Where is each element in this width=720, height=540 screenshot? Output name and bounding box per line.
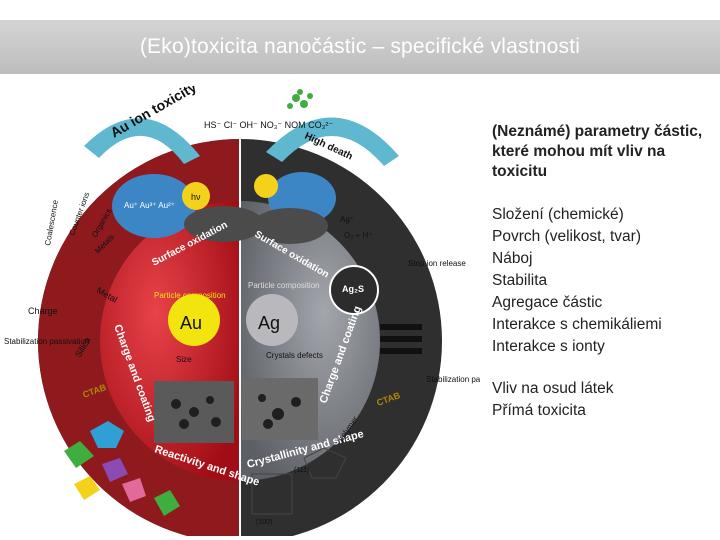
list-item: Přímá toxicita <box>492 402 586 419</box>
label-ag-plus: Ag⁺ <box>340 215 354 224</box>
label-miller-100: (100) <box>256 519 272 526</box>
ag2s-particle <box>329 265 379 315</box>
label-crystals-defects: Crystals defects <box>266 351 323 360</box>
arrow-right <box>266 117 399 166</box>
slide-title: (Eko)toxicita nanočástic – specifické vl… <box>139 35 581 58</box>
label-stabilization-left: Stabilization passivation <box>4 337 89 346</box>
polyhedron-yellow <box>74 476 100 500</box>
label-particle-composition-ag: Particle composition <box>248 281 320 290</box>
parameters-heading: (Neznámé) parametry částic, které mohou … <box>492 123 703 180</box>
arrow-left <box>84 118 200 164</box>
ag-sphere <box>246 294 298 346</box>
label-coalescence: Coalescence <box>43 199 60 247</box>
polyhedron-green <box>64 441 94 468</box>
polyhedron-purple <box>102 458 128 482</box>
polyhedron-pink <box>122 478 146 502</box>
label-anions: HS⁻ Cl⁻ OH⁻ NO₃⁻ NOM CO₃²⁻ <box>204 120 333 130</box>
label-stop-ion-release: Stop ion release <box>408 259 466 268</box>
cloud-left <box>112 174 196 238</box>
title-bar: (Eko)toxicita nanočástic – specifické vl… <box>0 20 720 74</box>
effects-list: Vliv na osud látek Přímá toxicita <box>492 378 714 422</box>
au-sphere <box>168 294 220 346</box>
coating-bars <box>380 324 422 354</box>
dark-cloud-right <box>252 208 328 244</box>
properties-list: Složení (chemické) Povrch (velikost, tva… <box>492 204 714 358</box>
list-item: Interakce s ionty <box>492 338 605 355</box>
list-item: Povrch (velikost, tvar) <box>492 228 642 245</box>
polyhedron-green-2 <box>154 490 180 516</box>
list-item: Agregace částic <box>492 294 603 311</box>
label-hv: hν <box>191 192 201 202</box>
label-ag2s: Ag₂S <box>342 284 364 294</box>
sun-icon-right <box>254 174 278 198</box>
green-particles <box>287 89 313 109</box>
label-particle-composition-au: Particle composition <box>154 291 226 300</box>
label-stabilization-right: Stabilization passivation <box>426 375 480 384</box>
figure-svg: Au ion toxicity High death HS⁻ Cl⁻ OH⁻ N… <box>4 86 480 536</box>
list-item: Složení (chemické) <box>492 206 624 223</box>
crystal-cube <box>251 473 293 515</box>
label-size: Size <box>176 355 192 364</box>
label-au-ions: Au⁺ Au³⁺ Au²⁺ <box>124 201 175 210</box>
crystal-octahedron <box>303 447 347 479</box>
label-ag: Ag <box>258 313 280 333</box>
content-panel: (Neznámé) parametry částic, které mohou … <box>492 122 714 422</box>
label-o2-h: O₂ + H⁺ <box>344 231 372 240</box>
dark-cloud-left <box>184 206 264 242</box>
sun-icon-left <box>182 182 210 210</box>
list-item: Náboj <box>492 250 533 267</box>
list-item: Stabilita <box>492 272 548 289</box>
list-item: Vliv na osud látek <box>492 380 614 397</box>
label-miller-111: (111) <box>294 467 309 474</box>
label-au: Au <box>180 313 202 333</box>
polyhedron-blue <box>90 421 124 448</box>
nanoparticle-toxicity-figure: Au ion toxicity High death HS⁻ Cl⁻ OH⁻ N… <box>4 86 480 536</box>
label-charge: Charge <box>28 306 58 316</box>
list-item: Interakce s chemikáliemi <box>492 316 662 333</box>
